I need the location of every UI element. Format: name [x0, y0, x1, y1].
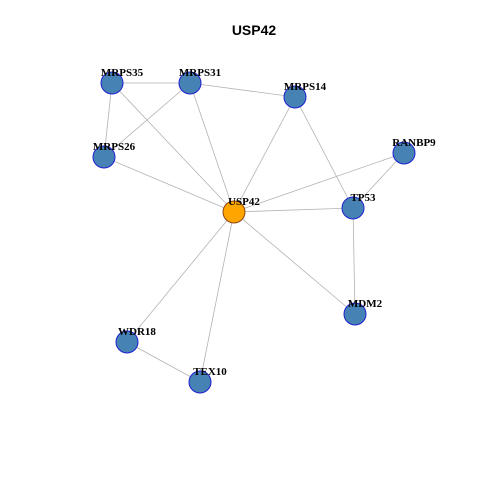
node-tp53: TP53 — [341, 192, 376, 220]
edge-mrps14-usp42 — [233, 96, 296, 213]
node-circle-mrps14 — [283, 85, 307, 109]
node-tex10: TEX10 — [188, 366, 227, 394]
node-label-mdm2: MDM2 — [348, 298, 383, 310]
node-circle-tex10 — [188, 370, 212, 394]
node-label-tex10: TEX10 — [193, 366, 227, 378]
node-wdr18: WDR18 — [115, 326, 156, 354]
edge-wdr18-tex10 — [126, 341, 201, 383]
node-circle-mrps26 — [92, 145, 116, 169]
node-circle-mrps35 — [100, 71, 124, 95]
node-circle-wdr18 — [115, 330, 139, 354]
edge-usp42-wdr18 — [126, 211, 235, 343]
edge-mrps31-mrps14 — [189, 82, 296, 98]
node-circle-ranbp9 — [392, 141, 416, 165]
node-ranbp9: RANBP9 — [392, 137, 436, 165]
edge-tp53-mdm2 — [352, 207, 356, 315]
node-circle-usp42 — [222, 200, 246, 224]
node-label-mrps26: MRPS26 — [93, 141, 136, 153]
node-label-mrps14: MRPS14 — [284, 81, 327, 93]
node-label-wdr18: WDR18 — [118, 326, 156, 338]
node-label-ranbp9: RANBP9 — [392, 137, 436, 149]
diagram-title: USP42 — [232, 22, 277, 38]
edge-ranbp9-usp42 — [233, 152, 405, 213]
node-label-mrps31: MRPS31 — [179, 67, 221, 79]
edges-layer — [103, 82, 405, 383]
node-mrps31: MRPS31 — [178, 67, 221, 95]
node-circle-mdm2 — [343, 302, 367, 326]
edge-mrps35-mrps26 — [103, 82, 113, 158]
edge-mrps31-usp42 — [189, 82, 235, 213]
edge-mrps26-usp42 — [103, 156, 235, 213]
node-usp42: USP42 — [222, 196, 260, 224]
edge-usp42-mdm2 — [233, 211, 356, 315]
edge-usp42-tex10 — [199, 211, 235, 383]
node-mrps26: MRPS26 — [92, 141, 136, 169]
node-mrps35: MRPS35 — [100, 67, 144, 95]
edge-mrps31-mrps26 — [103, 82, 191, 158]
node-label-tp53: TP53 — [350, 192, 376, 204]
edge-usp42-tp53 — [233, 207, 354, 213]
node-mdm2: MDM2 — [343, 298, 383, 326]
node-circle-tp53 — [341, 196, 365, 220]
edge-mrps14-tp53 — [294, 96, 354, 209]
edge-ranbp9-tp53 — [352, 152, 405, 209]
node-label-usp42: USP42 — [228, 196, 260, 208]
node-circle-mrps31 — [178, 71, 202, 95]
node-mrps14: MRPS14 — [283, 81, 327, 109]
edge-mrps35-usp42 — [111, 82, 235, 213]
node-label-mrps35: MRPS35 — [101, 67, 144, 79]
